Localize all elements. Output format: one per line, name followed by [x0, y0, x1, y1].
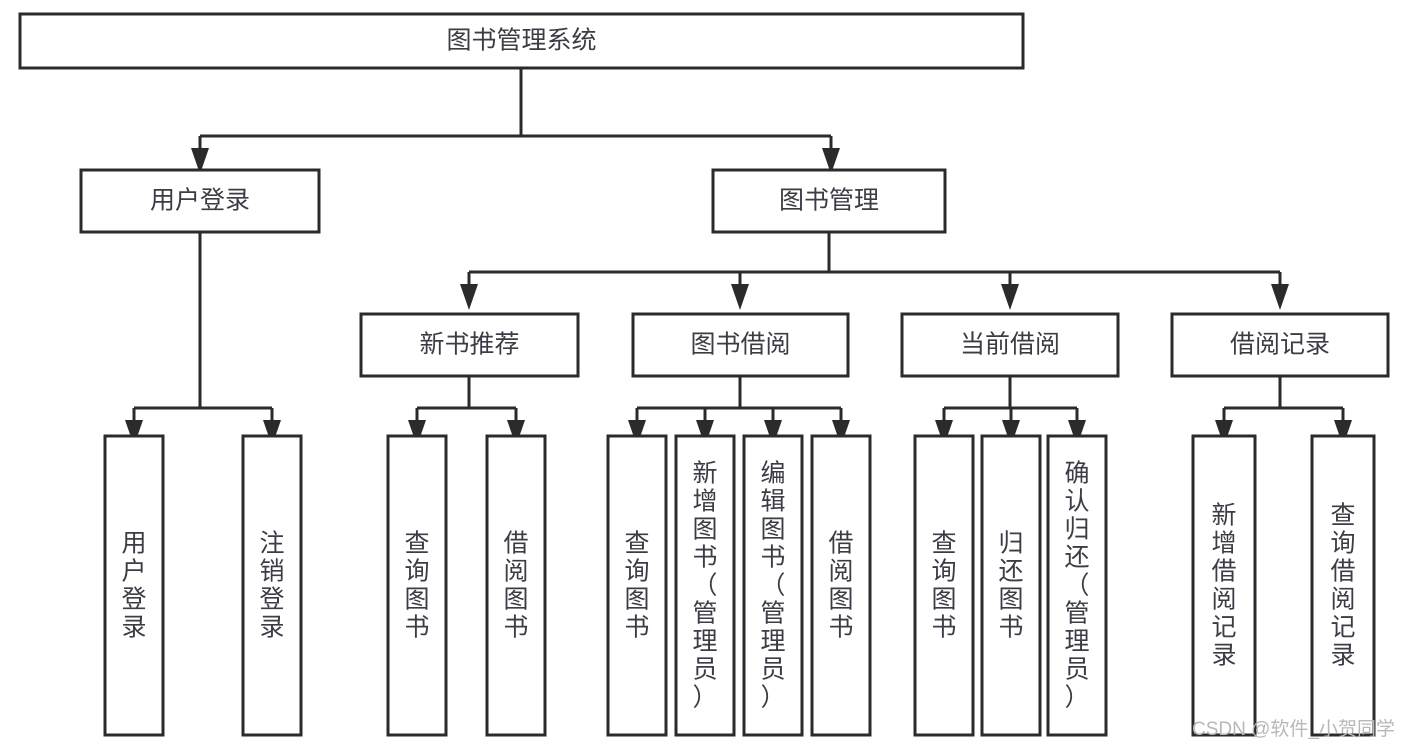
node-label: 注销登录 — [259, 530, 284, 642]
connector-layer — [125, 68, 1352, 446]
node-label: 用户登录 — [121, 530, 146, 642]
connector-record-to-leaves — [1215, 376, 1352, 446]
node-leaf-add-book-admin[interactable]: 新增图书（管理员） — [674, 434, 736, 737]
node-label: 图书借阅 — [690, 331, 790, 359]
node-book-manage[interactable]: 图书管理 — [711, 168, 947, 234]
node-label: 确认归还（管理员） — [1064, 460, 1089, 712]
connector-bookmanage-to-level3 — [460, 232, 1289, 310]
node-user-login[interactable]: 用户登录 — [79, 168, 321, 234]
node-leaf-edit-book-admin[interactable]: 编辑图书（管理员） — [742, 434, 804, 737]
connector-userlogin-to-leaves — [125, 232, 281, 446]
node-label: 查询借阅记录 — [1330, 502, 1355, 670]
connector-recommend-to-leaves — [408, 376, 525, 446]
node-leaf-add-borrow-record[interactable]: 新增借阅记录 — [1191, 434, 1257, 737]
node-label: 当前借阅 — [960, 331, 1060, 359]
node-leaf-query-borrow-record[interactable]: 查询借阅记录 — [1310, 434, 1376, 737]
node-label: 图书管理 — [779, 187, 879, 215]
node-label: 归还图书 — [998, 530, 1023, 642]
node-label: 查询图书 — [404, 530, 429, 642]
node-leaf-logout[interactable]: 注销登录 — [241, 434, 303, 737]
connector-current-to-leaves — [935, 376, 1086, 446]
node-label: 借阅图书 — [503, 530, 528, 642]
node-leaf-query-book-borrow[interactable]: 查询图书 — [606, 434, 668, 737]
node-label: 查询图书 — [931, 530, 956, 642]
node-root[interactable]: 图书管理系统 — [18, 12, 1025, 70]
connector-root-to-level2 — [191, 68, 840, 174]
node-leaf-confirm-return-admin[interactable]: 确认归还（管理员） — [1046, 434, 1108, 737]
node-leaf-query-book-current[interactable]: 查询图书 — [913, 434, 975, 737]
node-label: 借阅记录 — [1230, 331, 1330, 359]
node-book-borrow[interactable]: 图书借阅 — [631, 312, 850, 378]
node-leaf-borrow-book-recommend[interactable]: 借阅图书 — [485, 434, 547, 737]
node-new-book-recommend[interactable]: 新书推荐 — [359, 312, 580, 378]
node-label: 新增借阅记录 — [1211, 502, 1236, 670]
node-label: 查询图书 — [624, 530, 649, 642]
node-leaf-return-book[interactable]: 归还图书 — [980, 434, 1042, 737]
node-borrow-record[interactable]: 借阅记录 — [1170, 312, 1390, 378]
node-label: 图书管理系统 — [446, 27, 596, 55]
node-label: 借阅图书 — [828, 530, 853, 642]
node-current-borrow[interactable]: 当前借阅 — [900, 312, 1120, 378]
connector-borrow-to-leaves — [628, 376, 850, 446]
node-label: 用户登录 — [150, 187, 250, 215]
node-label: 编辑图书（管理员） — [760, 460, 785, 712]
node-layer: 图书管理系统用户登录图书管理新书推荐图书借阅当前借阅借阅记录用户登录注销登录查询… — [18, 12, 1390, 737]
node-leaf-user-login[interactable]: 用户登录 — [103, 434, 165, 737]
node-leaf-borrow-book[interactable]: 借阅图书 — [810, 434, 872, 737]
node-leaf-query-book-recommend[interactable]: 查询图书 — [386, 434, 448, 737]
node-label: 新增图书（管理员） — [692, 460, 717, 712]
node-label: 新书推荐 — [419, 331, 519, 359]
